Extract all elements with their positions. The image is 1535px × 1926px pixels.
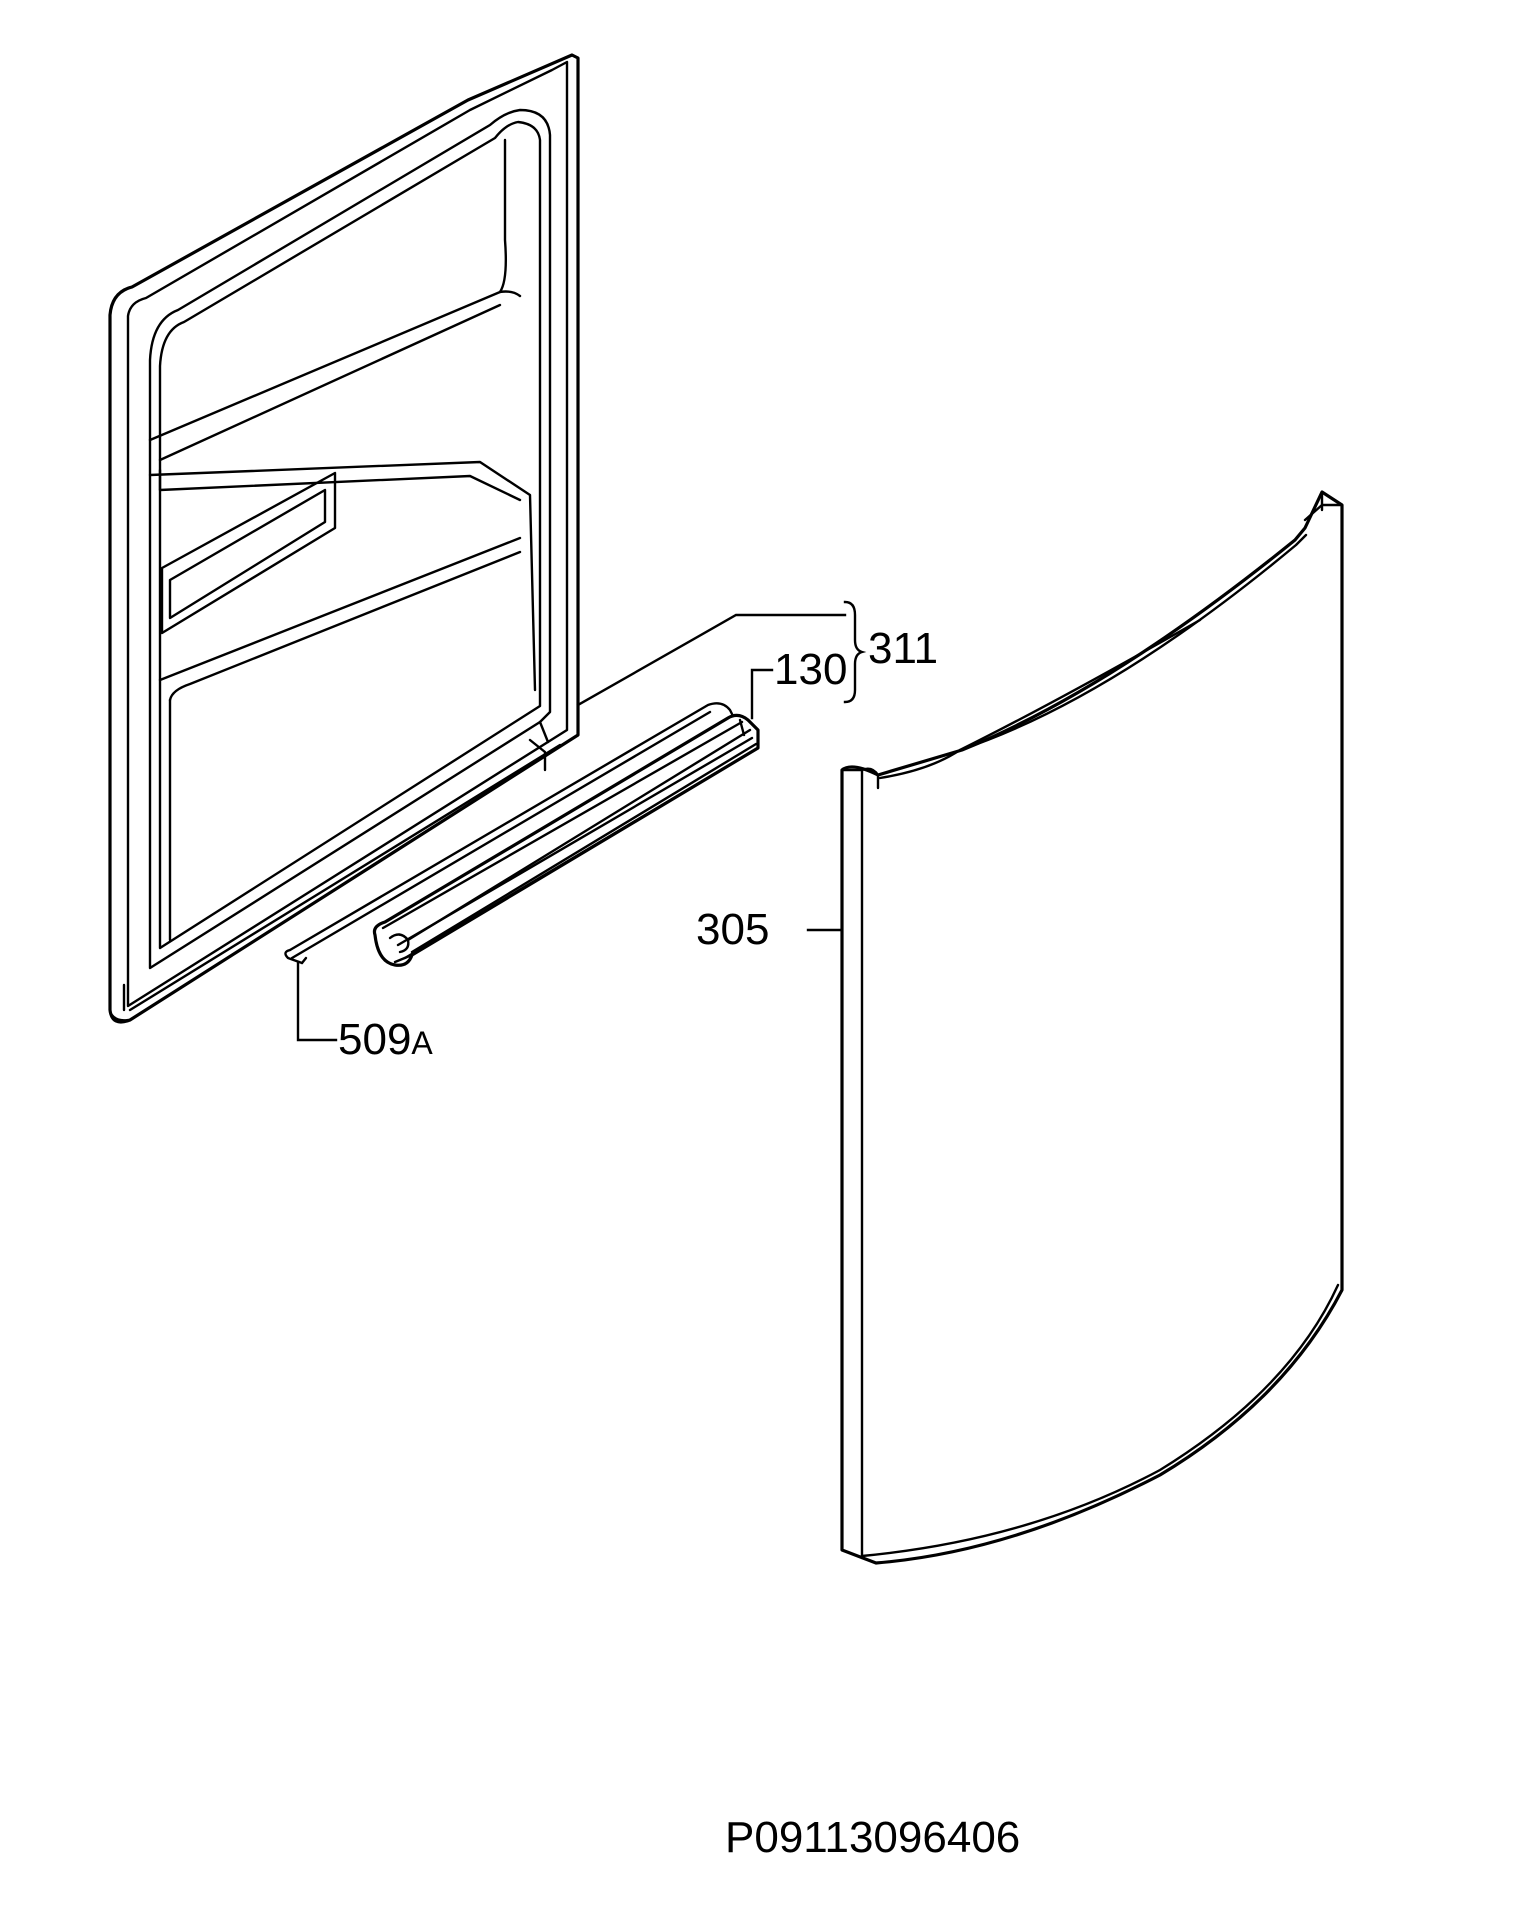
leader-311 — [576, 613, 847, 707]
callout-label-509-number: 509 — [338, 1015, 411, 1064]
callout-label-311: 311 — [868, 624, 938, 673]
callout-label-130: 130 — [774, 645, 847, 694]
hinge-rod — [284, 702, 737, 965]
callout-label-509: 509A — [338, 1015, 433, 1064]
inner-door-panel — [108, 53, 580, 1024]
leader-509A — [296, 960, 338, 1042]
drawing-code: P09113096406 — [725, 1813, 1020, 1862]
callout-label-509-suffix: A — [411, 1025, 433, 1061]
brace-311 — [843, 600, 867, 704]
callout-label-305: 305 — [696, 905, 769, 954]
door-gasket — [372, 713, 760, 967]
outer-door-panel — [840, 490, 1344, 1565]
callout-leaders — [296, 600, 867, 1042]
leader-130 — [750, 668, 774, 720]
